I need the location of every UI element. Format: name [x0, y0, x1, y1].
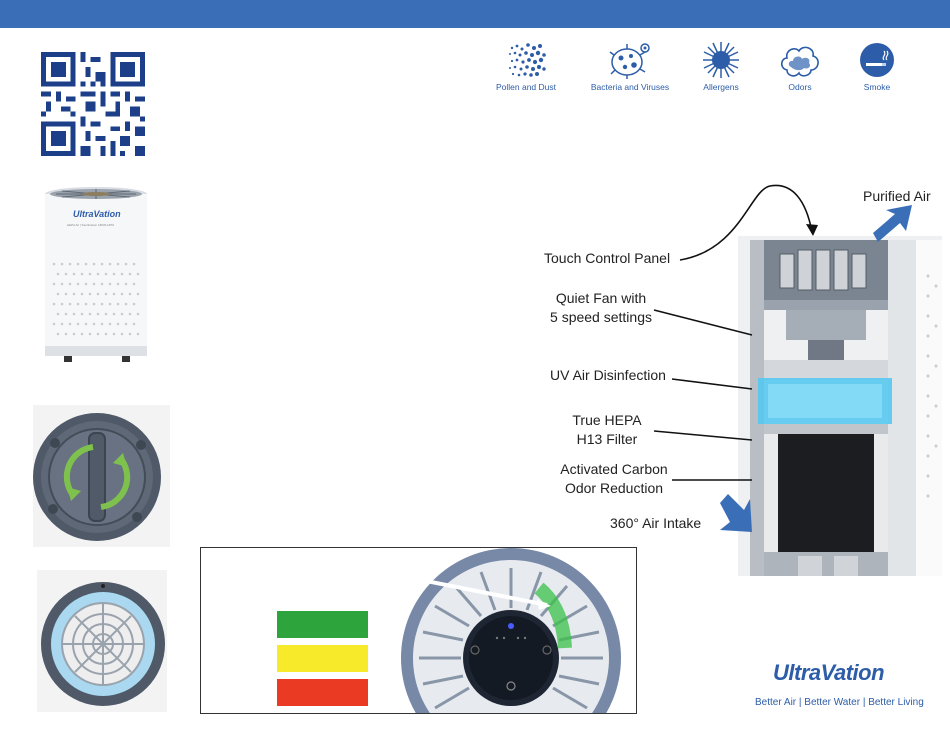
- label-touch-control-panel: Touch Control Panel: [544, 250, 671, 266]
- label-activated-carbon-line2: Odor Reduction: [564, 480, 664, 496]
- odor-icon: [780, 46, 819, 77]
- contaminant-pollen-dust: Pollen and Dust: [486, 40, 566, 92]
- purifier-cutaway-image: [738, 236, 942, 576]
- indicator-good-swatch: [277, 611, 368, 638]
- indicator-poor-swatch: [277, 679, 368, 706]
- brand-tagline: Better Air | Better Water | Better Livin…: [755, 697, 924, 708]
- label-quiet-fan-line2: 5 speed settings: [550, 309, 652, 325]
- label-quiet-fan-line1: Quiet Fan with: [555, 290, 647, 306]
- label-activated-carbon-line1: Activated Carbon: [560, 461, 668, 477]
- product-body-text: HEPA Air | Sterilization 18636-HPM: [67, 223, 114, 227]
- contaminant-label: Smoke: [863, 82, 891, 92]
- label-uv-disinfection: UV Air Disinfection: [550, 367, 666, 383]
- contaminant-odors: Odors: [760, 40, 840, 92]
- label-activated-carbon: Activated Carbon Odor Reduction: [557, 460, 671, 498]
- product-brand-text: UltraVation: [73, 209, 121, 219]
- allergen-icon: [703, 42, 739, 78]
- qr-code[interactable]: [41, 52, 145, 156]
- control-top-image: [370, 548, 621, 713]
- bacteria-icon: [609, 43, 650, 79]
- header-bar: [0, 0, 950, 28]
- label-true-hepa-line2: H13 Filter: [576, 431, 638, 447]
- brand-logo: UltraVation: [773, 660, 885, 685]
- filter-top-view: [37, 570, 167, 712]
- label-air-intake: 360° Air Intake: [610, 515, 702, 531]
- filter-bottom-view: [33, 405, 170, 547]
- indicator-moderate-swatch: [277, 645, 368, 672]
- label-true-hepa: True HEPA H13 Filter: [562, 411, 652, 449]
- label-purified-air: Purified Air: [863, 188, 931, 204]
- smoke-icon: [860, 43, 894, 77]
- air-purifier-image: UltraVation HEPA Air | Sterilization 186…: [45, 187, 147, 362]
- contaminant-label: Pollen and Dust: [495, 82, 556, 92]
- contaminant-bacteria: Bacteria and Viruses: [590, 40, 670, 92]
- contaminant-label: Odors: [788, 82, 812, 92]
- contaminant-label: Bacteria and Viruses: [590, 82, 670, 92]
- contaminant-allergens: Allergens: [681, 40, 761, 92]
- label-quiet-fan: Quiet Fan with 5 speed settings: [549, 289, 653, 327]
- contaminant-label: Allergens: [703, 82, 739, 92]
- contaminant-smoke: Smoke: [837, 40, 917, 92]
- pollen-dust-icon: [509, 43, 546, 77]
- label-true-hepa-line1: True HEPA: [572, 412, 642, 428]
- air-quality-indicator-panel: [200, 547, 637, 714]
